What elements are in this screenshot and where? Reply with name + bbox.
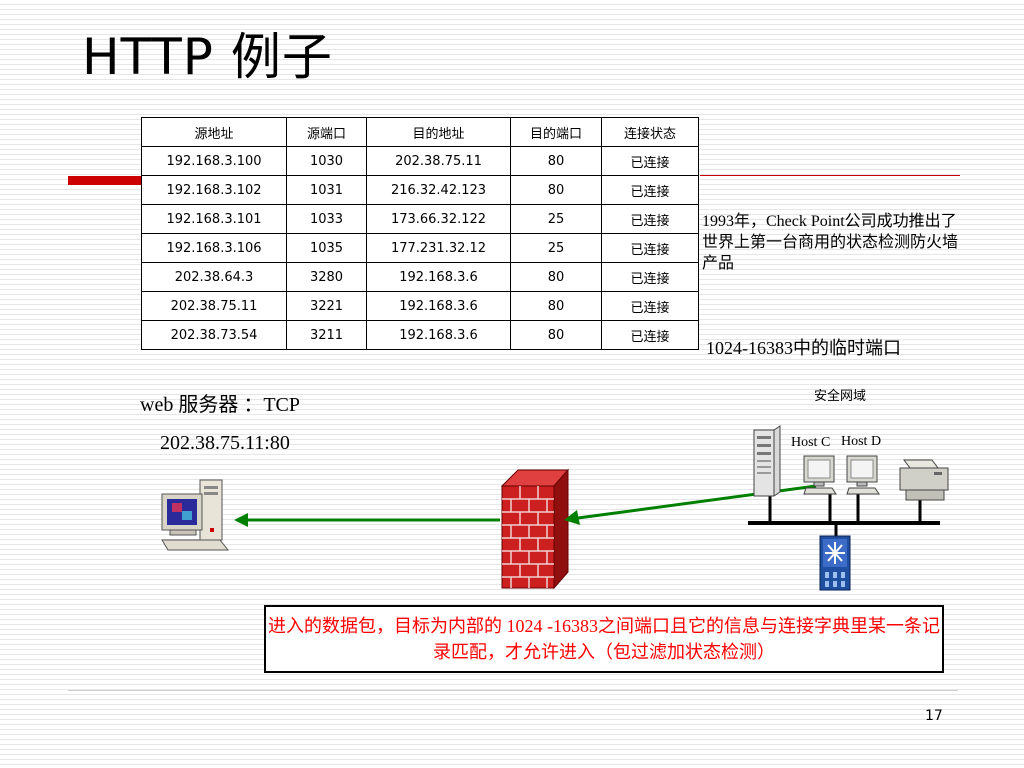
table-cell: 202.38.73.54 xyxy=(141,320,287,350)
table-cell: 80 xyxy=(510,320,602,350)
table-cell: 3211 xyxy=(286,320,367,350)
table-cell: 已连接 xyxy=(601,204,699,234)
web-server-address: 202.38.75.11:80 xyxy=(160,432,290,454)
firewall-icon xyxy=(500,468,570,590)
table-cell: 1030 xyxy=(286,146,367,176)
printer-icon xyxy=(899,459,949,501)
table-cell: 216.32.42.123 xyxy=(366,175,511,205)
table-cell: 1033 xyxy=(286,204,367,234)
table-cell: 3280 xyxy=(286,262,367,292)
table-cell: 192.168.3.100 xyxy=(141,146,287,176)
table-cell: 192.168.3.6 xyxy=(366,320,511,350)
table-cell: 192.168.3.102 xyxy=(141,175,287,205)
table-cell: 202.38.75.11 xyxy=(366,146,511,176)
secure-zone-label: 安全网域 xyxy=(814,389,867,404)
table-cell: 192.168.3.101 xyxy=(141,204,287,234)
table-cell: 已连接 xyxy=(601,233,699,263)
table-cell: 192.168.3.6 xyxy=(366,262,511,292)
page-number: 17 xyxy=(925,708,943,724)
table-header: 连接状态 xyxy=(601,117,699,147)
table-cell: 202.38.75.11 xyxy=(141,291,287,321)
callout-box: 进入的数据包，目标为内部的 1024 -16383之间端口且它的信息与连接字典里… xyxy=(264,605,944,673)
slide-title: HTTP 例子 xyxy=(82,28,333,86)
table-header-row: 源地址 源端口 目的地址 目的端口 连接状态 xyxy=(141,117,699,147)
network-switch-icon xyxy=(819,535,851,591)
host-d-computer-icon xyxy=(846,455,880,495)
table-header: 源端口 xyxy=(286,117,367,147)
table-cell: 25 xyxy=(510,204,602,234)
web-server-computer-icon xyxy=(161,479,230,551)
table-cell: 177.231.32.12 xyxy=(366,233,511,263)
table-header: 目的地址 xyxy=(366,117,511,147)
table-cell: 3221 xyxy=(286,291,367,321)
table-cell: 已连接 xyxy=(601,291,699,321)
table-cell: 192.168.3.6 xyxy=(366,291,511,321)
table-cell: 202.38.64.3 xyxy=(141,262,287,292)
host-c-computer-icon xyxy=(803,455,837,495)
table-cell: 80 xyxy=(510,146,602,176)
footer-divider xyxy=(68,690,958,691)
table-cell: 173.66.32.122 xyxy=(366,204,511,234)
table-cell: 1031 xyxy=(286,175,367,205)
title-accent-line xyxy=(700,175,960,176)
server-tower-icon xyxy=(753,425,781,497)
host-c-label: Host C xyxy=(791,435,831,450)
table-cell: 已连接 xyxy=(601,320,699,350)
table-cell: 已连接 xyxy=(601,146,699,176)
network-bus xyxy=(748,490,940,538)
table-header: 目的端口 xyxy=(510,117,602,147)
title-accent-bar xyxy=(68,176,142,185)
table-cell: 已连接 xyxy=(601,262,699,292)
table-cell: 1035 xyxy=(286,233,367,263)
table-header: 源地址 xyxy=(141,117,287,147)
table-cell: 80 xyxy=(510,291,602,321)
web-server-label: web 服务器 ：TCP xyxy=(140,394,300,416)
table-cell: 80 xyxy=(510,262,602,292)
table-cell: 已连接 xyxy=(601,175,699,205)
checkpoint-note: 1993年，Check Point公司成功推出了世界上第一台商用的状态检测防火墙… xyxy=(702,213,959,272)
table-cell: 192.168.3.106 xyxy=(141,233,287,263)
temp-ports-note: 1024-16383中的临时端口 xyxy=(706,338,901,358)
table-cell: 25 xyxy=(510,233,602,263)
table-cell: 80 xyxy=(510,175,602,205)
arrow-to-web-server xyxy=(234,513,500,527)
host-d-label: Host D xyxy=(841,434,882,449)
